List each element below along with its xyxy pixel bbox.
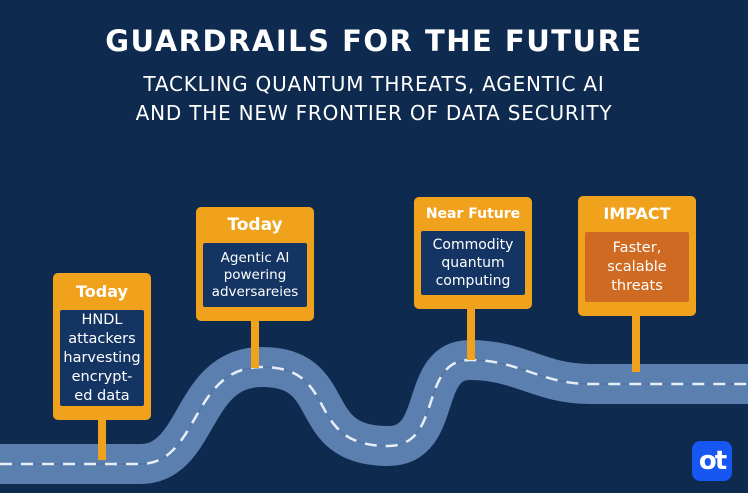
milestone-description: Faster, scalable threats xyxy=(585,232,689,302)
road-center-dashes xyxy=(0,358,748,466)
milestone-pole-4 xyxy=(632,314,640,372)
subtitle-line-1: TACKLING QUANTUM THREATS, AGENTIC AI xyxy=(143,72,605,96)
milestone-description: Commodity quantum computing xyxy=(421,231,525,295)
milestone-pole-3 xyxy=(467,306,475,360)
brand-logo: ot xyxy=(692,441,732,481)
page-title: GUARDRAILS FOR THE FUTURE xyxy=(105,24,643,58)
page-subtitle: TACKLING QUANTUM THREATS, AGENTIC AI AND… xyxy=(0,70,748,128)
milestone-label: IMPACT xyxy=(603,204,671,223)
milestone-label: Today xyxy=(227,215,283,235)
milestone-card-2: Today Agentic AI powering adversareies xyxy=(196,207,314,321)
milestone-card-3: Near Future Commodity quantum computing xyxy=(414,197,532,309)
milestone-description: HNDL attackers harvesting encrypt- ed da… xyxy=(60,310,144,406)
milestone-card-1: Today HNDL attackers harvesting encrypt-… xyxy=(53,273,151,420)
subtitle-line-2: AND THE NEW FRONTIER OF DATA SECURITY xyxy=(135,101,613,125)
milestone-description: Agentic AI powering adversareies xyxy=(203,243,307,307)
milestone-card-4: IMPACT Faster, scalable threats xyxy=(578,196,696,316)
milestone-label: Near Future xyxy=(425,206,521,222)
milestone-label: Today xyxy=(76,282,128,301)
milestone-pole-2 xyxy=(251,318,259,368)
milestone-pole-1 xyxy=(98,418,106,460)
